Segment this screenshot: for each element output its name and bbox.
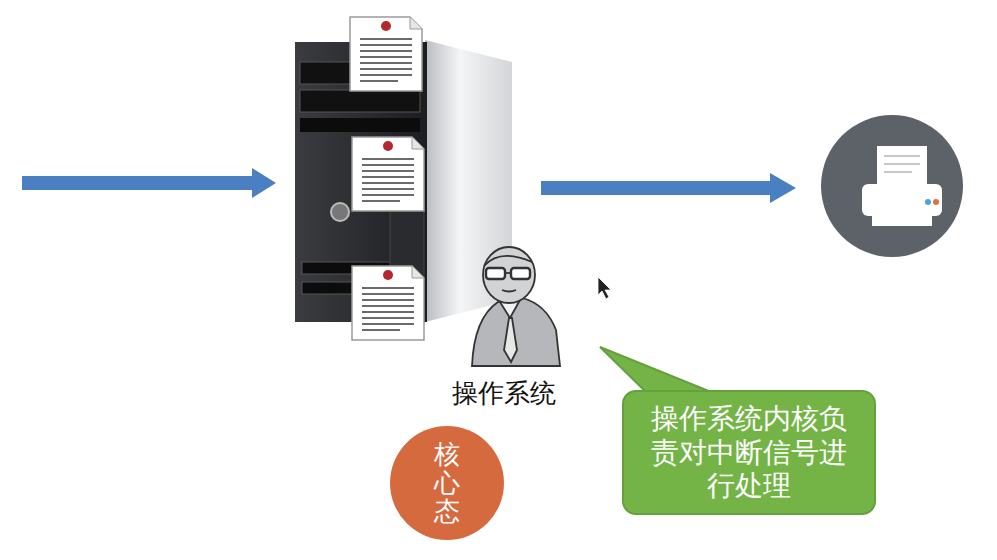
callout-pointer bbox=[600, 347, 716, 394]
callout-text: 操作系统内核负责对中断信号进行处理 bbox=[642, 402, 856, 503]
mode-circle: 核心态 bbox=[390, 426, 504, 540]
input-arrow bbox=[22, 168, 276, 198]
document-icons bbox=[350, 17, 424, 340]
callout-bubble: 操作系统内核负责对中断信号进行处理 bbox=[622, 390, 876, 515]
printer-icon bbox=[821, 115, 963, 257]
os-person bbox=[472, 247, 560, 366]
mouse-cursor bbox=[598, 277, 611, 299]
output-arrow bbox=[541, 173, 796, 203]
mode-text: 核心态 bbox=[434, 440, 460, 526]
os-label: 操作系统 bbox=[452, 376, 556, 411]
